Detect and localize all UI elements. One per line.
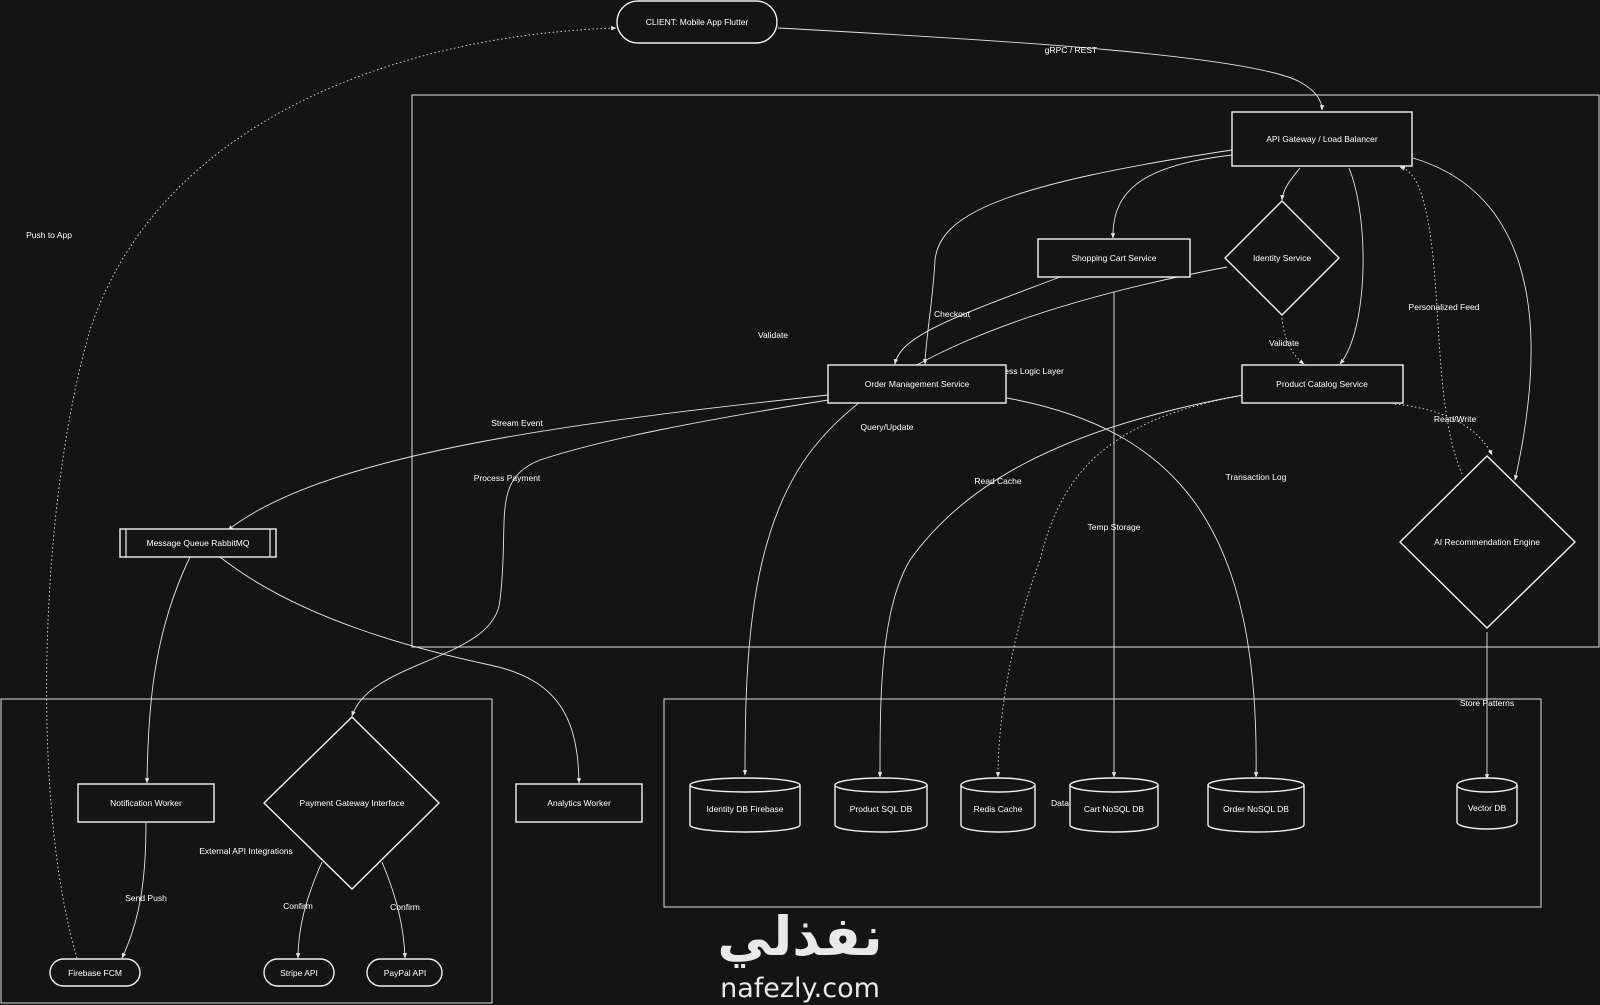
external-api-cluster: [0, 698, 493, 1004]
stripe-node[interactable]: Stripe API: [263, 958, 335, 987]
cart-label: Shopping Cart Service: [1071, 253, 1156, 263]
edge-label-process-payment: Process Payment: [474, 473, 541, 483]
fcm-node[interactable]: Firebase FCM: [49, 958, 141, 987]
edge-payment-stripe: [295, 861, 323, 959]
edge-label-grpc: gRPC / REST: [1045, 45, 1097, 55]
cluster-label-logic: Business Logic Layer: [983, 366, 1064, 376]
edge-catalog-redis: [995, 394, 1246, 778]
cart-node[interactable]: Shopping Cart Service: [1037, 238, 1191, 278]
edge-order-orderdb: [1006, 397, 1259, 778]
edge-label-validate: Validate: [758, 330, 788, 340]
edge-client-gateway: [777, 27, 1325, 111]
edge-identity-catalog: [1281, 317, 1305, 365]
edge-label-read-cache: Read Cache: [974, 476, 1022, 486]
edge-order-payment: [351, 394, 861, 717]
edge-gateway-identity: [1280, 167, 1301, 201]
redis-node[interactable]: Redis Cache: [960, 777, 1036, 833]
vector-db-label: Vector DB: [1468, 803, 1507, 813]
edge-label-confirm-stripe: Confirm: [283, 901, 313, 911]
edge-mq-analytics: [219, 556, 582, 784]
watermark-latin: nafezly.com: [720, 973, 880, 1004]
client-label: CLIENT: Mobile App Flutter: [646, 17, 749, 27]
edge-gateway-catalog: [1339, 167, 1364, 365]
edge-label-query-update: Query/Update: [861, 422, 914, 432]
payment-label: Payment Gateway Interface: [300, 798, 405, 808]
edge-gateway-cart: [1110, 151, 1266, 239]
payment-node[interactable]: Payment Gateway Interface: [262, 716, 440, 890]
data-cluster: [663, 698, 1542, 908]
identity-label: Identity Service: [1253, 253, 1311, 263]
gateway-node[interactable]: API Gateway / Load Balancer: [1231, 111, 1413, 167]
edge-identity-identitydb: [742, 266, 1228, 776]
analytics-label: Analytics Worker: [547, 798, 611, 808]
edge-order-mq: [227, 394, 829, 531]
edges: [46, 26, 1532, 959]
order-db-label: Order NoSQL DB: [1223, 804, 1289, 814]
edge-label-checkout: Checkout: [934, 309, 971, 319]
paypal-label: PayPal API: [384, 968, 427, 978]
cluster-label-external: External API Integrations: [199, 846, 293, 856]
ai-node[interactable]: AI Recommendation Engine: [1399, 455, 1577, 629]
order-db-node[interactable]: Order NoSQL DB: [1207, 777, 1305, 833]
edge-label-store-patterns: Store Patterns: [1460, 698, 1514, 708]
notification-label: Notification Worker: [110, 798, 182, 808]
cart-db-node[interactable]: Cart NoSQL DB: [1069, 777, 1159, 833]
watermark-arabic: نفذلي: [717, 905, 882, 968]
identity-node[interactable]: Identity Service: [1224, 200, 1340, 316]
stripe-label: Stripe API: [280, 968, 318, 978]
edge-cart-order: [893, 276, 1061, 365]
mq-node[interactable]: Message Queue RabbitMQ: [119, 528, 277, 558]
catalog-label: Product Catalog Service: [1276, 379, 1368, 389]
watermark-logo: نفذلي nafezly.com: [717, 905, 882, 1004]
cluster-label-data: Data: [1051, 798, 1069, 808]
edge-label-push-to-app: Push to App: [26, 230, 72, 240]
edge-notification-fcm: [121, 821, 147, 959]
gateway-label: API Gateway / Load Balancer: [1266, 134, 1378, 144]
cart-db-label: Cart NoSQL DB: [1084, 804, 1144, 814]
identity-db-node[interactable]: Identity DB Firebase: [689, 777, 801, 833]
edge-labels: gRPC / REST Push to App Validate Validat…: [26, 45, 1514, 912]
paypal-node[interactable]: PayPal API: [366, 958, 443, 987]
edge-catalog-ai: [1394, 403, 1493, 456]
edge-label-stream-event: Stream Event: [491, 418, 543, 428]
mq-label: Message Queue RabbitMQ: [147, 538, 250, 548]
notification-node[interactable]: Notification Worker: [77, 783, 215, 823]
edge-label-send-push: Send Push: [125, 893, 167, 903]
edge-label-validate-2: Validate: [1269, 338, 1299, 348]
client-node[interactable]: CLIENT: Mobile App Flutter: [616, 0, 778, 44]
edge-payment-paypal: [381, 861, 407, 959]
edge-mq-notification: [144, 556, 191, 784]
edge-label-personalized-feed: Personalized Feed: [1409, 302, 1480, 312]
edge-label-confirm-paypal: Confirm: [390, 902, 420, 912]
product-db-label: Product SQL DB: [850, 804, 913, 814]
order-label: Order Management Service: [865, 379, 970, 389]
product-db-node[interactable]: Product SQL DB: [834, 777, 928, 833]
edge-label-transaction-log: Transaction Log: [1226, 472, 1287, 482]
ai-label: AI Recommendation Engine: [1434, 537, 1540, 547]
identity-db-label: Identity DB Firebase: [706, 804, 783, 814]
edge-gateway-order: [922, 149, 1233, 365]
order-node[interactable]: Order Management Service: [827, 364, 1007, 404]
edge-gateway-ai: [1412, 157, 1532, 481]
analytics-node[interactable]: Analytics Worker: [515, 783, 643, 823]
fcm-label: Firebase FCM: [68, 968, 122, 978]
edge-catalog-productdb: [877, 394, 1244, 778]
edge-label-read-write: Read/Write: [1434, 414, 1477, 424]
business-logic-cluster: [411, 94, 1600, 648]
catalog-node[interactable]: Product Catalog Service: [1241, 364, 1404, 404]
redis-label: Redis Cache: [974, 804, 1023, 814]
edge-ai-gateway: [1399, 166, 1463, 475]
edge-label-temp-storage: Temp Storage: [1088, 522, 1141, 532]
vector-db-node[interactable]: Vector DB: [1456, 777, 1518, 830]
